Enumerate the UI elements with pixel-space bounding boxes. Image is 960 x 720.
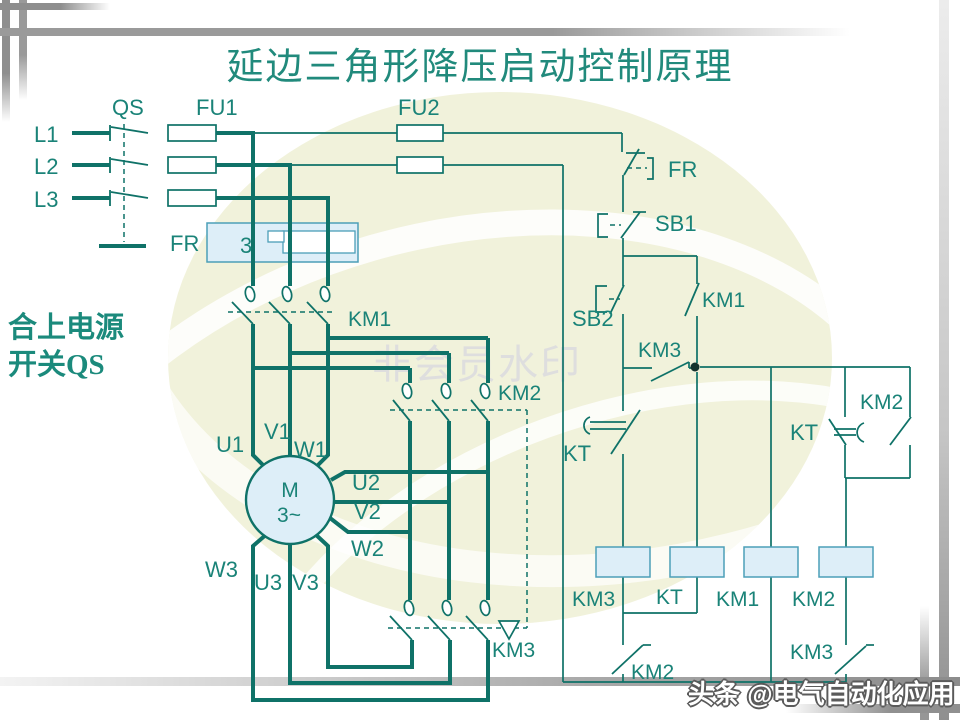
km2-no-contact [889,416,912,446]
label-u1: U1 [216,432,244,457]
km1-holding-contact [684,282,700,317]
circuit-labels: L1 L2 L3 QS FU1 FU2 FR 3 KM1 KM2 KM3 U1 … [34,95,903,684]
junction-dot [690,362,700,372]
page-title: 延边三角形降压启动控制原理 [226,47,734,88]
coil-kt [669,546,725,578]
label-l3: L3 [34,187,58,212]
km3-nc-contact-top [650,361,690,382]
fuse-fu2 [396,124,444,174]
label-sb1: SB1 [655,211,697,236]
kt-no-delayed-contact [828,418,865,446]
sb2-start-button [595,284,625,315]
corner-decoration-top-left [0,3,110,10]
contactor-coils [595,546,874,578]
km3-nc-contact-bottom [834,644,874,675]
label-coil-km3: KM3 [572,588,615,611]
label-qs: QS [112,95,144,120]
label-sb2: SB2 [572,306,614,331]
motor-symbol [244,454,336,546]
side-note-line1: 合上电源 [8,312,125,344]
side-note-line2: 开关QS [8,349,105,381]
label-coil-km2: KM2 [792,588,835,611]
bottom-watermark-text: 头条 @电气自动化应用 [688,679,955,709]
corner-decoration-bottom-right [920,606,929,720]
side-note: 合上电源 开关QS [8,310,124,384]
label-km1-power: KM1 [348,308,391,331]
label-fr-ctrl: FR [668,157,697,182]
label-kt-no: KT [790,420,818,445]
label-motor-phases: 3~ [277,504,301,527]
label-w1: W1 [294,437,327,462]
label-fr-poles: 3 [240,233,252,258]
kt-nc-delayed-contact [583,409,641,455]
label-km3-power: KM3 [492,639,535,662]
label-coil-km1: KM1 [716,588,759,611]
coil-km2 [818,546,874,578]
label-v2: V2 [354,499,381,524]
label-km3-nc: KM3 [638,339,681,362]
label-coil-kt: KT [656,586,683,609]
km3-contactor [388,599,527,641]
label-km2-power: KM2 [498,382,541,405]
center-watermark-text: 非会员水印 [372,343,582,387]
corner-decoration-bottom-right [786,704,960,713]
label-km2-nc: KM2 [631,661,674,684]
delta-linkage-icon [497,620,521,641]
label-v3: V3 [292,570,319,595]
fuse-fu1 [167,124,217,207]
label-fr-power: FR [170,231,199,256]
km2-contactor [390,382,528,628]
label-u2: U2 [352,470,380,495]
label-km1-hold: KM1 [702,289,745,312]
label-l2: L2 [34,154,58,179]
label-km2-no: KM2 [860,391,903,414]
qs-switch [109,124,149,242]
label-w2: W2 [351,536,384,561]
label-fu1: FU1 [196,95,238,120]
corner-decoration-top-left [2,0,10,122]
right-edge-rule [939,0,949,720]
km1-contactor [228,285,336,325]
label-u3: U3 [254,570,282,595]
power-wires [72,131,490,702]
fr-nc-contact [623,148,654,180]
sb1-stop-button [597,211,646,239]
coil-km3 [595,546,651,578]
coil-km1 [743,546,799,578]
thermal-relay-box [206,222,359,263]
label-kt-nc: KT [563,441,591,466]
label-w3: W3 [205,557,238,582]
label-fu2: FU2 [398,95,440,120]
bottom-rule-line [0,677,960,686]
label-motor: M [281,479,299,502]
corner-decoration-top-left [19,0,27,100]
label-v1: V1 [264,419,291,444]
label-l1: L1 [34,122,58,147]
label-km3-nc2: KM3 [790,641,833,664]
km2-nc-contact-bottom [611,644,651,675]
top-rule-line [0,28,850,36]
